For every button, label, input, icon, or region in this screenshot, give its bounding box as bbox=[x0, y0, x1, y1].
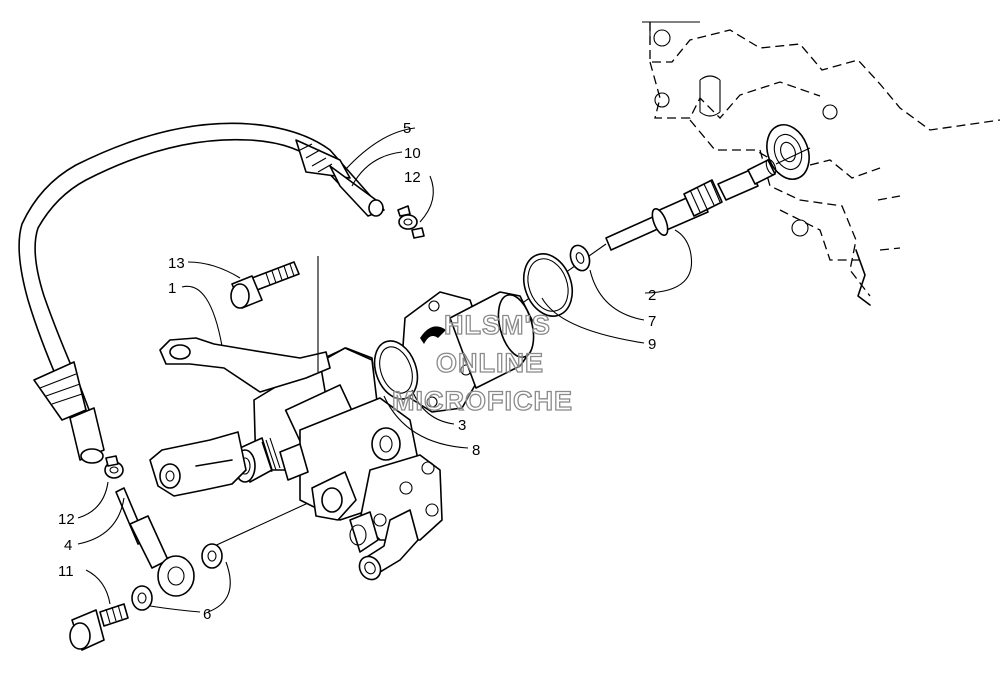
callout-12-top: 12 bbox=[404, 169, 421, 186]
callout-4: 4 bbox=[64, 537, 72, 554]
oil-hose bbox=[18, 122, 385, 464]
callout-12-bottom: 12 bbox=[58, 511, 75, 528]
o-ring-large bbox=[522, 253, 574, 317]
pump-cover-flange bbox=[401, 291, 535, 413]
control-lever-bracket bbox=[149, 337, 331, 497]
callout-2: 2 bbox=[648, 287, 656, 304]
watermark-line-1: HLSM'S bbox=[443, 309, 551, 340]
sealing-washer bbox=[131, 543, 223, 611]
engine-case-outline bbox=[642, 21, 1000, 306]
callout-7: 7 bbox=[648, 313, 656, 330]
callout-6: 6 bbox=[203, 606, 211, 623]
callout-labels: 5 10 12 13 1 2 7 9 3 8 12 4 11 6 bbox=[58, 120, 656, 623]
thrust-washer bbox=[569, 244, 591, 272]
crankcase-seal-boss bbox=[766, 124, 810, 180]
watermark-line-2: ONLINE bbox=[435, 347, 545, 378]
callout-13: 13 bbox=[168, 255, 185, 272]
banjo-fitting bbox=[115, 487, 195, 597]
callout-10: 10 bbox=[404, 145, 421, 162]
callout-1: 1 bbox=[168, 280, 176, 297]
hose-clamp-bottom bbox=[104, 455, 124, 479]
callout-11: 11 bbox=[58, 563, 74, 580]
callout-3: 3 bbox=[458, 417, 466, 434]
banjo-bolt bbox=[69, 603, 129, 651]
callout-8: 8 bbox=[472, 442, 480, 459]
watermark-line-3: MICROFICHE bbox=[391, 385, 573, 416]
drive-shaft bbox=[605, 158, 777, 251]
hose-clamp-top bbox=[397, 205, 425, 239]
leader-lines bbox=[77, 127, 692, 613]
callout-9: 9 bbox=[648, 336, 656, 353]
o-ring-small bbox=[373, 340, 419, 400]
callout-5: 5 bbox=[403, 120, 411, 137]
oil-pump-body bbox=[234, 347, 443, 581]
mounting-bolt-top bbox=[230, 256, 319, 372]
